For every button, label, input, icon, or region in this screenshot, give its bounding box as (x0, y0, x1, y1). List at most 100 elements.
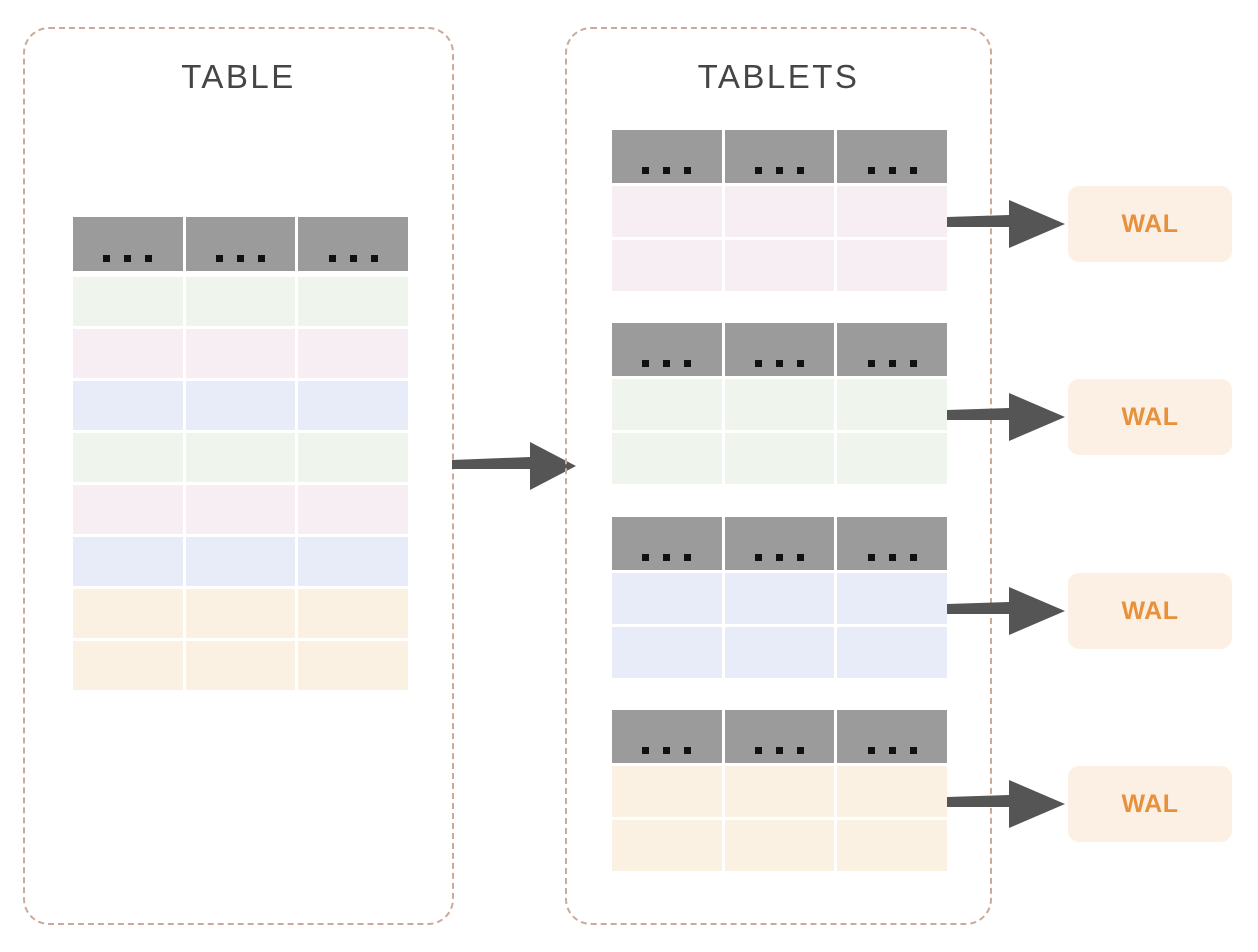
ellipsis-icon (755, 554, 804, 561)
tablets-panel-title: TABLETS (697, 58, 860, 95)
table-data-cell (73, 485, 183, 534)
table-header-cell (612, 130, 722, 183)
table-data-cell (298, 277, 409, 326)
table-data-cell (724, 820, 835, 871)
table-row (73, 381, 409, 430)
table-row (73, 329, 409, 378)
table-data-cell (73, 277, 183, 326)
table-header-cell (724, 130, 835, 183)
tablet-grid-1 (612, 130, 948, 291)
table-panel-title: TABLE (181, 58, 296, 95)
tablets-panel (565, 27, 992, 925)
table-data-cell (837, 573, 948, 624)
tablet-grid-3 (612, 517, 948, 678)
table-data-cell (73, 433, 183, 482)
table-data-cell (185, 537, 296, 586)
table-data-cell (185, 485, 296, 534)
table-row (73, 641, 409, 690)
arrow-tablet-3-to-wal (947, 587, 1065, 635)
wal-label: WAL (1121, 402, 1179, 431)
ellipsis-icon (867, 747, 917, 754)
table-data-cell (724, 627, 835, 678)
tablet-header-row (612, 130, 948, 183)
table-data-cell (612, 766, 722, 817)
ellipsis-icon (642, 360, 692, 367)
ellipsis-icon (642, 167, 692, 174)
table-data-cell (724, 433, 835, 484)
ellipsis-icon (755, 747, 804, 754)
wal-box-2[interactable]: WAL (1068, 379, 1232, 455)
ellipsis-icon (216, 255, 265, 262)
table-data-cell (724, 240, 835, 291)
table-data-cell (298, 589, 409, 638)
table-header-cell (612, 323, 722, 376)
table-data-cell (298, 329, 409, 378)
table-data-cell (724, 573, 835, 624)
tablet-grid-4 (612, 710, 948, 871)
table-header-cell (837, 323, 948, 376)
table-data-cell (837, 379, 948, 430)
table-header-row (73, 217, 409, 271)
table-data-cell (73, 381, 183, 430)
table-data-cell (724, 766, 835, 817)
ellipsis-icon (642, 554, 692, 561)
wal-label: WAL (1121, 209, 1179, 238)
table-header-cell (185, 217, 296, 271)
wal-label: WAL (1121, 789, 1179, 818)
table-row (73, 433, 409, 482)
ellipsis-icon (867, 360, 917, 367)
ellipsis-icon (867, 554, 917, 561)
table-data-cell (612, 820, 722, 871)
tablet-header-row (612, 710, 948, 763)
table-header-cell (724, 517, 835, 570)
tablet-row (612, 573, 948, 624)
table-data-cell (185, 277, 296, 326)
table-data-cell (73, 329, 183, 378)
table-row (73, 485, 409, 534)
tablet-header-row (612, 517, 948, 570)
tablet-grid-2 (612, 323, 948, 484)
wal-box-4[interactable]: WAL (1068, 766, 1232, 842)
table-data-cell (612, 186, 722, 237)
table-data-cell (612, 627, 722, 678)
arrow-table-to-tablets (452, 442, 576, 490)
tablet-row (612, 766, 948, 817)
table-data-cell (73, 641, 183, 690)
table-data-cell (298, 641, 409, 690)
wal-box-1[interactable]: WAL (1068, 186, 1232, 262)
table-row (73, 589, 409, 638)
ellipsis-icon (328, 255, 378, 262)
table-header-cell (837, 710, 948, 763)
table-data-cell (298, 485, 409, 534)
tablet-row (612, 186, 948, 237)
tablet-row (612, 379, 948, 430)
tablet-header-row (612, 323, 948, 376)
wal-box-3[interactable]: WAL (1068, 573, 1232, 649)
table-data-cell (73, 589, 183, 638)
table-header-cell (724, 323, 835, 376)
table-data-cell (612, 379, 722, 430)
table-header-cell (612, 710, 722, 763)
table-data-cell (612, 433, 722, 484)
table-data-cell (185, 589, 296, 638)
ellipsis-icon (867, 167, 917, 174)
table-data-cell (185, 381, 296, 430)
tablet-row (612, 240, 948, 291)
table-data-cell (837, 820, 948, 871)
table-data-cell (837, 240, 948, 291)
wal-label: WAL (1121, 596, 1179, 625)
table-data-cell (185, 433, 296, 482)
table-panel (23, 27, 454, 925)
table-data-cell (837, 627, 948, 678)
table-data-cell (185, 329, 296, 378)
table-data-cell (612, 240, 722, 291)
ellipsis-icon (103, 255, 153, 262)
table-header-cell (73, 217, 183, 271)
ellipsis-icon (755, 167, 804, 174)
table-data-cell (73, 537, 183, 586)
arrow-tablet-4-to-wal (947, 780, 1065, 828)
ellipsis-icon (755, 360, 804, 367)
table-header-cell (724, 710, 835, 763)
tablet-row (612, 820, 948, 871)
